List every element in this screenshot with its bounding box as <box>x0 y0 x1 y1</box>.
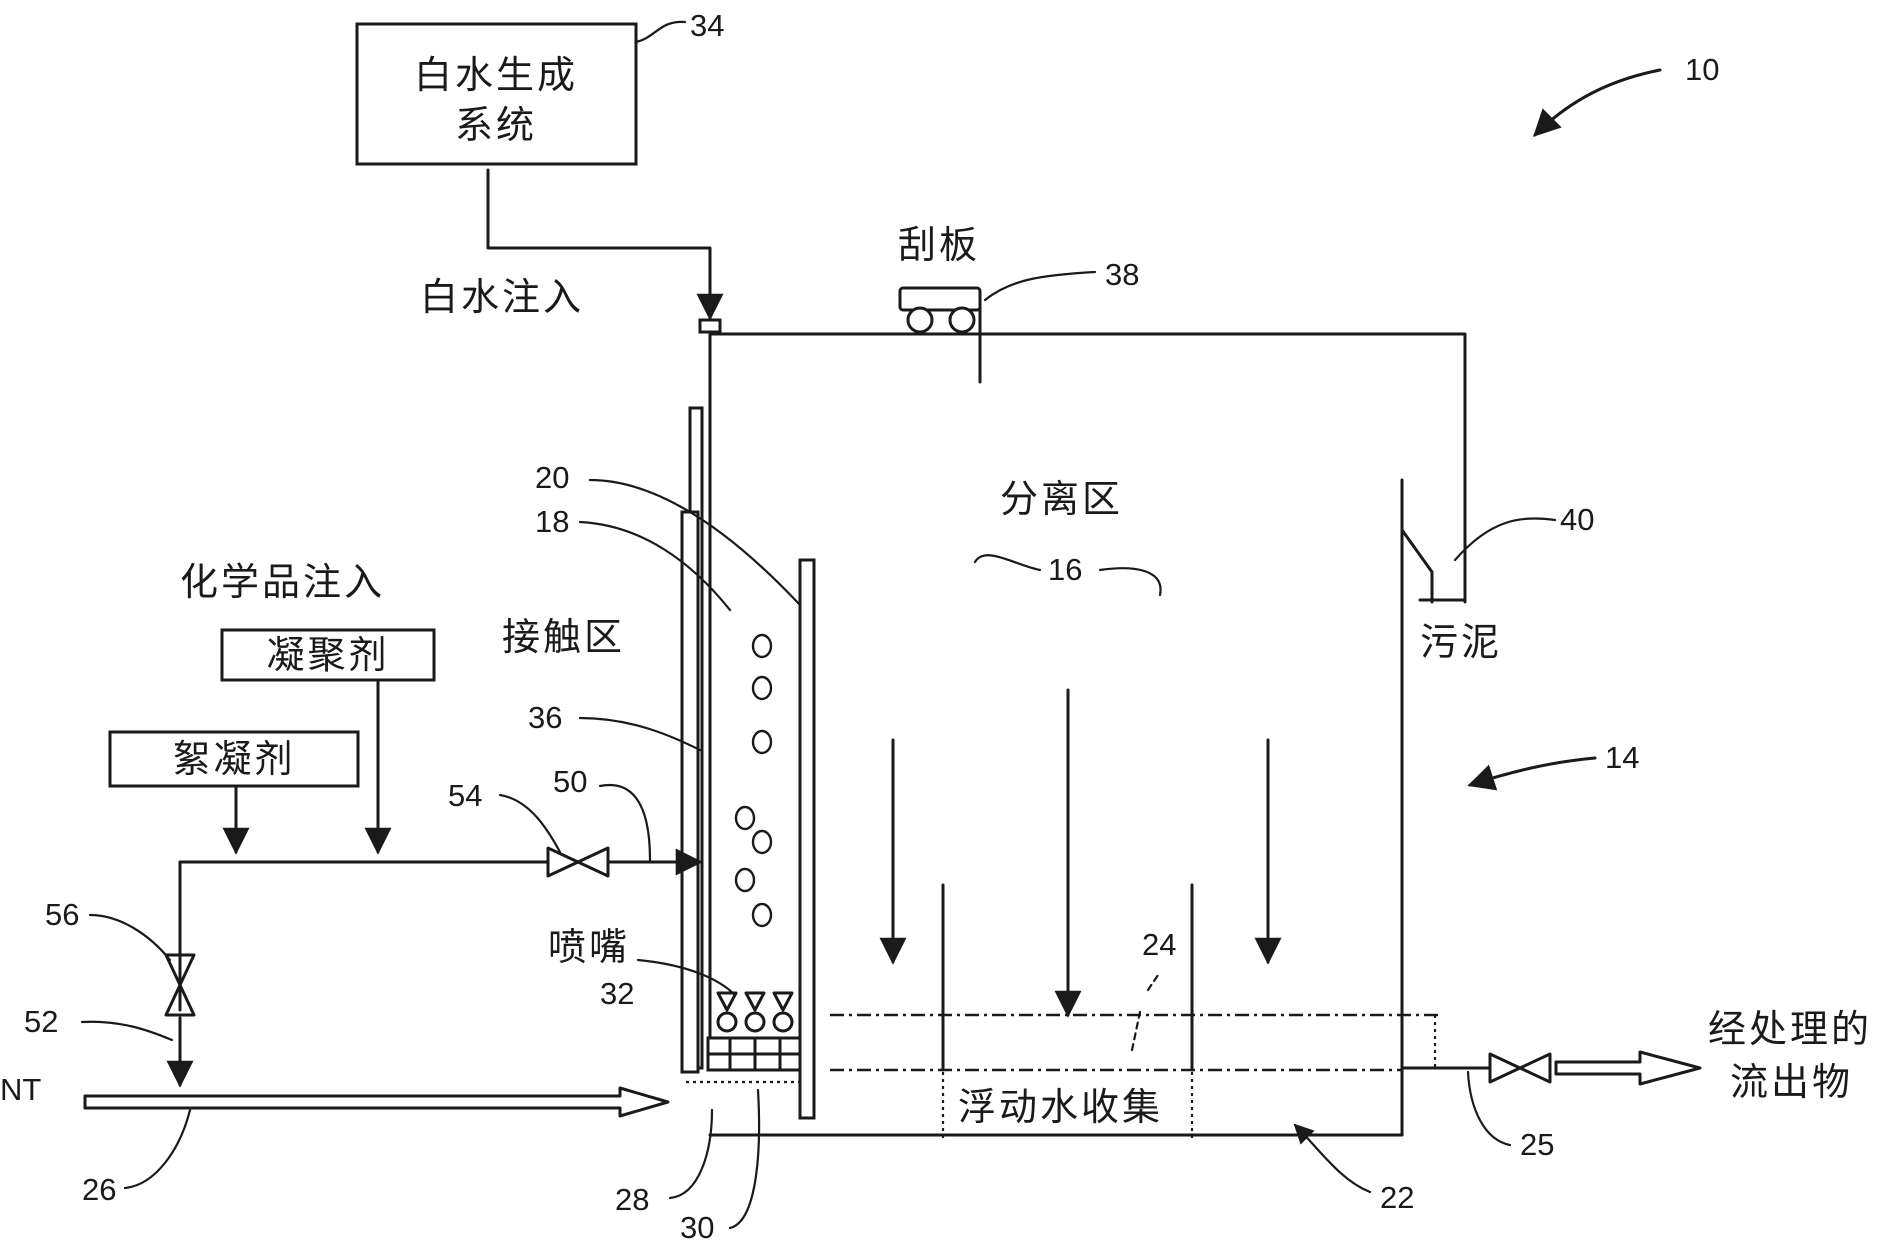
sludge-label: 污泥 <box>1420 620 1502 664</box>
ref-50: 50 <box>553 764 587 799</box>
float-water-label: 浮动水收集 <box>958 1085 1163 1129</box>
ref-16: 16 <box>1048 552 1082 587</box>
leader-52 <box>80 1020 174 1042</box>
ref-40: 40 <box>1560 502 1594 537</box>
ref-18: 18 <box>535 504 569 539</box>
ref-24: 24 <box>1142 927 1176 962</box>
ref-36: 36 <box>528 700 562 735</box>
leader-28 <box>668 1108 714 1200</box>
ref-30: 30 <box>680 1210 714 1240</box>
white-water-line <box>486 168 724 321</box>
leader-32 <box>636 958 737 997</box>
white-water-system-label-1: 白水生成 <box>414 53 578 97</box>
leader-38 <box>983 270 1097 302</box>
leader-30 <box>728 1088 761 1230</box>
ref-34: 34 <box>690 8 724 43</box>
ref-56: 56 <box>45 897 79 932</box>
ref-54: 54 <box>448 778 482 813</box>
ref-25: 25 <box>1520 1127 1554 1162</box>
ref-28: 28 <box>615 1182 649 1217</box>
coagulant-box: 凝聚剂 <box>220 628 436 682</box>
scraper-label: 刮板 <box>898 223 980 267</box>
influent-pipe <box>83 1086 670 1118</box>
bubbles <box>734 633 773 928</box>
ref-10: 10 <box>1685 52 1719 87</box>
svg-text:凝聚剂: 凝聚剂 <box>266 633 389 677</box>
ref-26: 26 <box>82 1172 116 1207</box>
arrow-10 <box>1533 68 1662 137</box>
ref-52: 52 <box>24 1004 58 1039</box>
leader-34 <box>634 20 687 44</box>
leader-54 <box>498 793 562 854</box>
leader-16b <box>1098 567 1162 597</box>
flocculant-box: 絮凝剂 <box>108 730 360 788</box>
chemical-line <box>178 860 550 1012</box>
arrow-22 <box>1293 1123 1372 1194</box>
valve-54 <box>546 846 610 878</box>
contact-zone-label: 接触区 <box>502 615 625 659</box>
treated-effluent-label-2: 流出物 <box>1730 1060 1853 1104</box>
effluent-pipe <box>1554 1050 1702 1086</box>
chemical-injection-label: 化学品注入 <box>180 560 385 604</box>
svg-text:絮凝剂: 絮凝剂 <box>172 737 295 781</box>
scraper <box>898 286 982 384</box>
leader-16a <box>973 554 1042 572</box>
leader-26 <box>123 1108 192 1190</box>
leader-25 <box>1466 1070 1512 1147</box>
white-water-system-box: 白水生成 系统 <box>355 22 638 166</box>
leader-18 <box>578 520 732 612</box>
separation-zone-label: 分离区 <box>1000 477 1123 521</box>
nozzle-label: 喷嘴 <box>548 925 630 969</box>
valve-25 <box>1488 1052 1552 1084</box>
ref-14: 14 <box>1605 740 1639 775</box>
leader-50 <box>598 783 652 862</box>
leader-24 <box>1130 973 1160 1052</box>
valve-56 <box>164 953 196 1017</box>
influent-label-partial: NT <box>0 1072 41 1107</box>
arrow-14 <box>1467 756 1597 791</box>
white-water-system-label-2: 系统 <box>455 103 537 147</box>
leader-20 <box>588 478 802 607</box>
ref-20: 20 <box>535 460 569 495</box>
sludge-weir <box>1400 528 1467 604</box>
ref-32: 32 <box>600 976 634 1011</box>
leader-56 <box>88 913 172 962</box>
nozzle-array <box>686 991 802 1084</box>
white-water-injection-label: 白水注入 <box>420 275 584 319</box>
ref-22: 22 <box>1380 1180 1414 1215</box>
ref-38: 38 <box>1105 257 1139 292</box>
leader-40 <box>1453 517 1557 562</box>
white-water-inlet <box>698 318 722 334</box>
leader-36 <box>578 716 702 752</box>
treated-effluent-label-1: 经处理的 <box>1708 1007 1872 1051</box>
